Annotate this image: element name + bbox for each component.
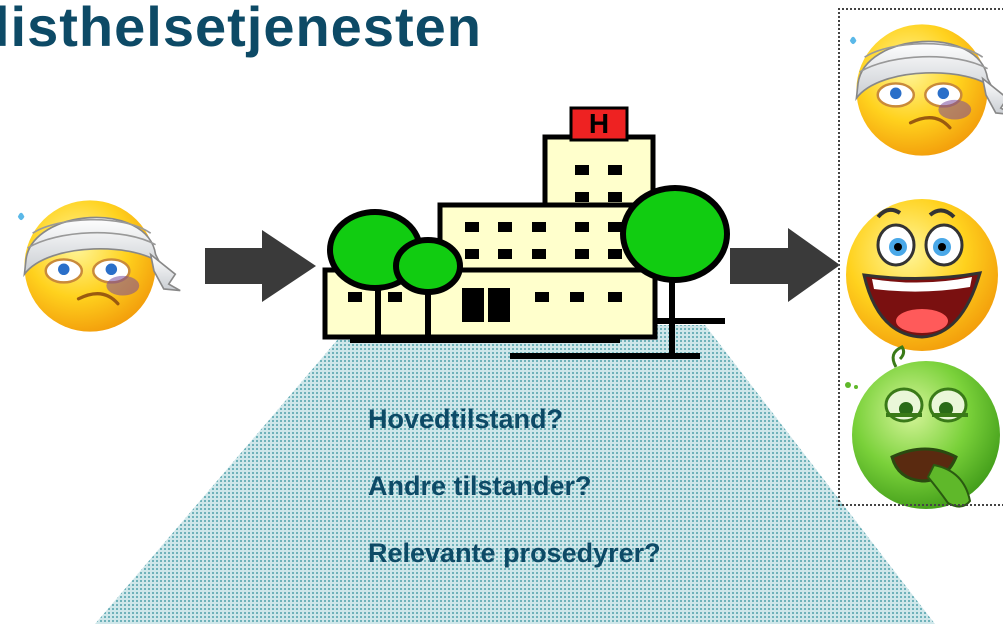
arrow-right-icon [730, 228, 840, 302]
hospital-icon: H [322, 106, 730, 359]
slide-title: listhelsetjenesten [0, 0, 482, 58]
question-procedures: Relevante prosedyrer? [368, 538, 661, 568]
laughing-face-icon [846, 199, 998, 351]
outcomes-box [838, 8, 1003, 506]
bandaged-face-icon [16, 198, 182, 334]
context-cone [95, 325, 935, 624]
sick-face-icon [845, 345, 1000, 509]
hospital-sign-label: H [589, 108, 609, 139]
question-main-condition: Hovedtilstand? [368, 404, 564, 434]
question-other-conditions: Andre tilstander? [368, 471, 592, 501]
arrow-right-icon [205, 230, 316, 302]
